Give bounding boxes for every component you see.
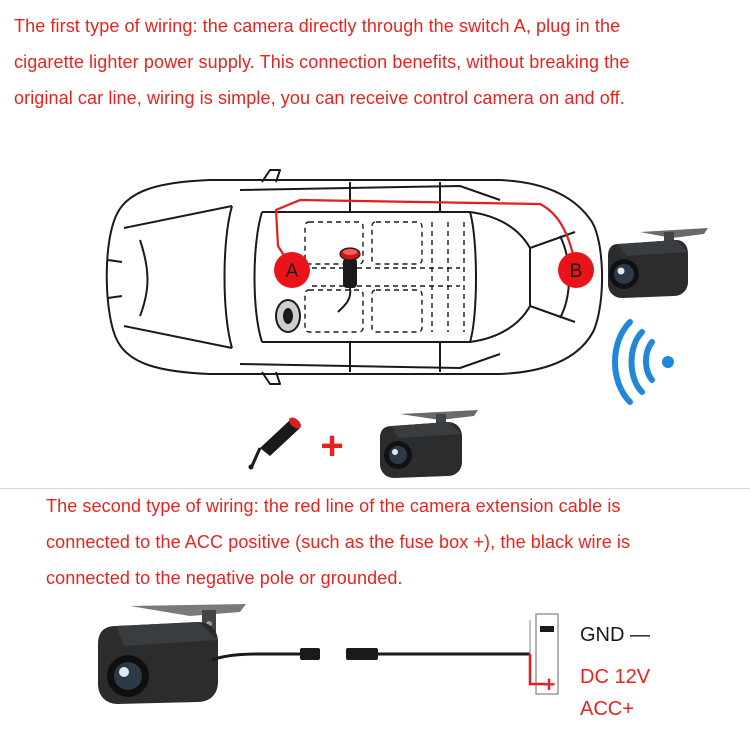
paragraph-1-line-3: original car line, wiring is simple, you…: [14, 88, 625, 108]
section-divider: [0, 488, 750, 489]
camera-large-icon: [98, 604, 246, 704]
intro-paragraph-1: The first type of wiring: the camera dir…: [14, 8, 629, 116]
paragraph-2-line-3: connected to the negative pole or ground…: [46, 568, 403, 588]
camera-icon-center: [380, 410, 478, 478]
steering-wheel: [275, 299, 301, 333]
camera-cable: [211, 652, 300, 662]
car-interior-seats: [304, 221, 465, 333]
camera-icon-top-right: [608, 228, 708, 298]
terminal-block: +: [528, 613, 559, 697]
cable-connector-left: [300, 648, 320, 660]
gnd-label: GND —: [580, 624, 650, 646]
plus-terminal-mark: +: [543, 672, 556, 697]
intro-paragraph-2: The second type of wiring: the red line …: [46, 488, 630, 596]
marker-b-label: B: [570, 261, 583, 282]
marker-b: B: [558, 252, 594, 288]
cable-connector-right: [346, 648, 378, 660]
red-lead: [528, 654, 546, 686]
marker-a-label: A: [286, 261, 299, 282]
dc-12v-label: DC 12V: [580, 666, 651, 688]
acc-label: ACC+: [580, 698, 634, 720]
paragraph-2-line-1: The second type of wiring: the red line …: [46, 496, 621, 516]
wiring-diagram-2: +: [98, 604, 559, 704]
marker-a: A: [274, 252, 310, 288]
wifi-signal-icon: [612, 319, 674, 405]
paragraph-1-line-2: cigarette lighter power supply. This con…: [14, 52, 630, 72]
minus-terminal-mark: [540, 626, 554, 632]
paragraph-1-line-1: The first type of wiring: the camera dir…: [14, 16, 621, 36]
cigarette-lighter-plug-icon: [248, 417, 301, 470]
paragraph-2-line-2: connected to the ACC positive (such as t…: [46, 532, 631, 552]
plus-sign: +: [320, 424, 343, 468]
cabin-cigarette-plug: [337, 247, 361, 313]
wiring-diagram-1: A B +: [105, 169, 708, 478]
